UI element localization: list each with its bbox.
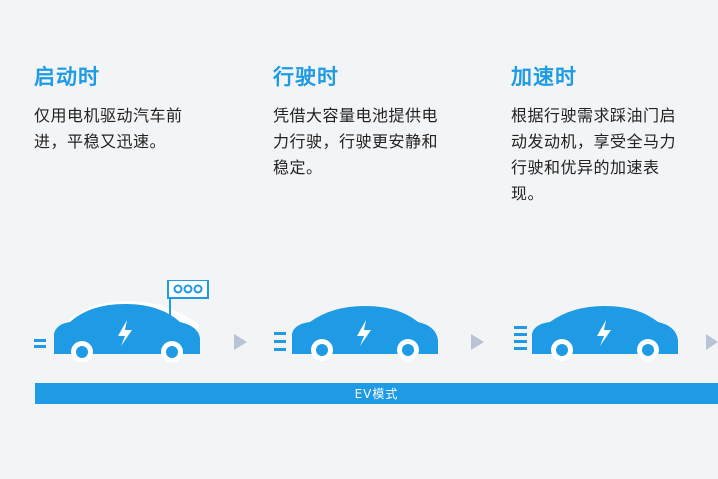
stage-title-cruise: 行驶时 [273,65,339,89]
arrow-right-icon [471,334,484,350]
stage-desc-cruise: 凭借大容量电池提供电力行驶，行驶更安静和稳定。 [273,106,439,177]
stage-desc-start: 仅用电机驱动汽车前进，平稳又迅速。 [34,106,183,151]
traffic-light-icon [167,280,209,324]
car-cruise-icon [274,306,438,361]
ev-mode-label: EV模式 [354,387,399,401]
ev-mode-bar: EV模式 [35,383,718,404]
car-accelerate-icon [514,306,678,361]
arrow-right-icon [706,334,718,350]
stage-title-accelerate: 加速时 [511,65,577,89]
stage-desc-accelerate: 根据行驶需求踩油门启动发动机，享受全马力行驶和优异的加速表现。 [511,106,677,203]
stage-title-start: 启动时 [34,65,100,89]
arrow-right-icon [234,334,247,350]
car-start-icon [34,301,200,362]
